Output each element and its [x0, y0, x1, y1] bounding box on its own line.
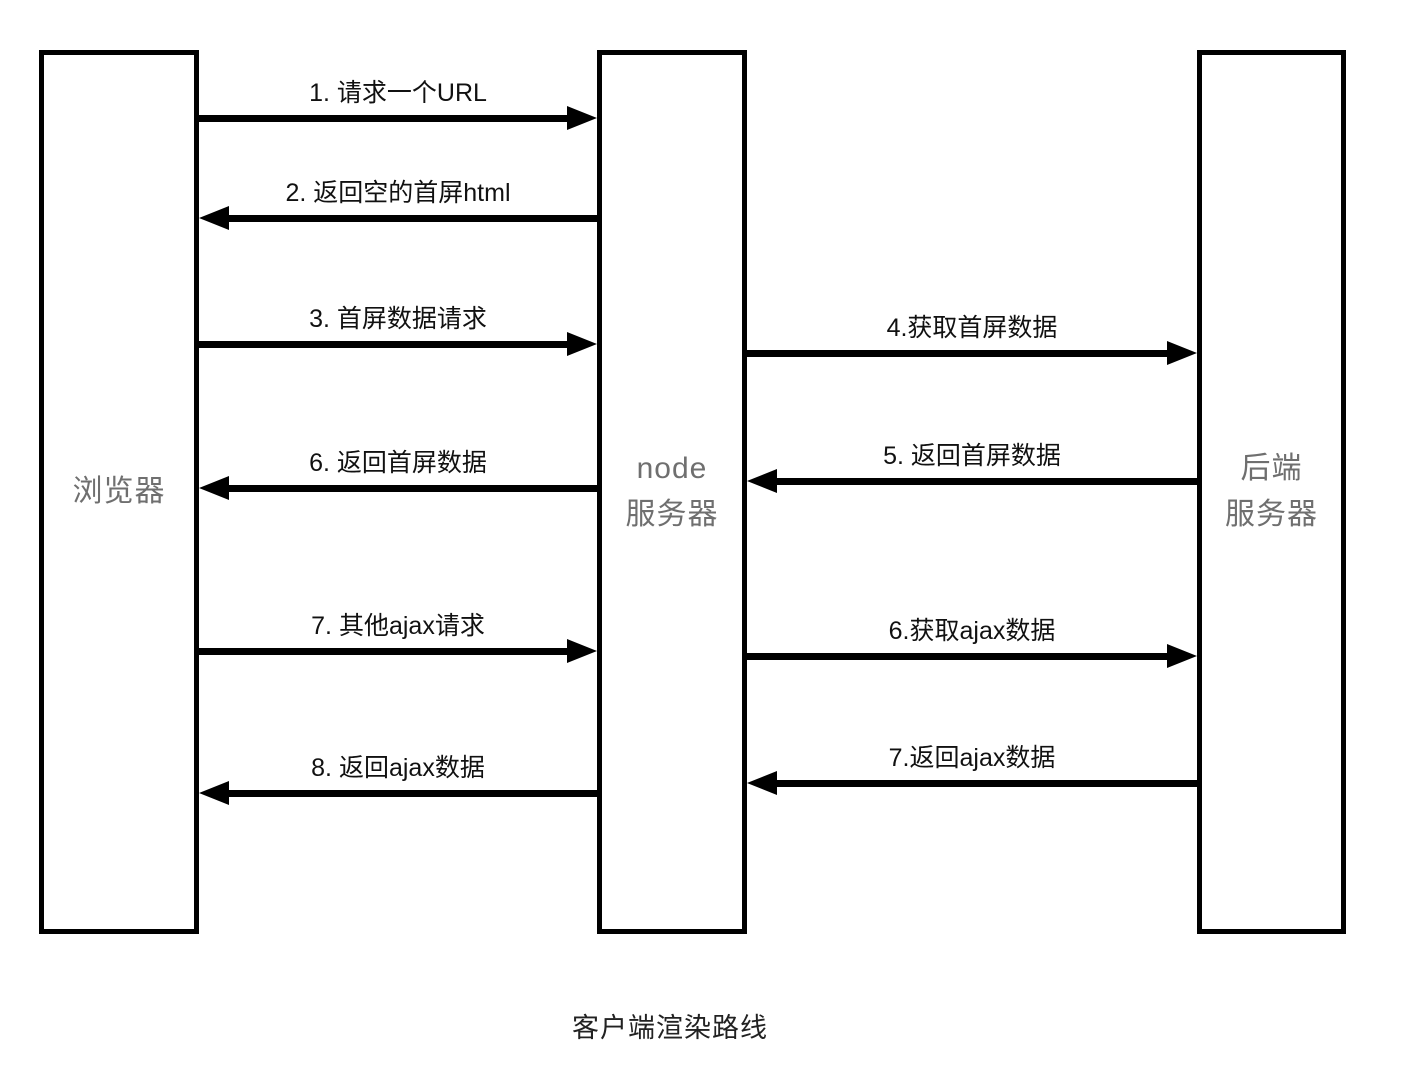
arrow-right-icon: [1167, 341, 1197, 365]
message-8-fetch-ajax-data: 6.获取ajax数据: [747, 617, 1197, 668]
arrow-left-icon: [747, 469, 777, 493]
message-3-label: 3. 首屏数据请求: [309, 305, 487, 333]
arrow-shaft: [747, 653, 1173, 660]
arrow-shaft: [223, 485, 597, 492]
message-10-return-ajax-data: 8. 返回ajax数据: [199, 754, 597, 805]
message-7-label: 7. 其他ajax请求: [311, 612, 485, 640]
message-4-label: 4.获取首屏数据: [886, 314, 1058, 342]
lifeline-browser-label-line: 浏览器: [72, 474, 166, 508]
lifeline-browser-label: 浏览器: [73, 469, 166, 516]
arrow-shaft: [771, 780, 1197, 787]
arrow-left-icon: [199, 206, 229, 230]
lifeline-node-server-label-line-2: 服务器: [625, 498, 719, 531]
message-7-other-ajax-request: 7. 其他ajax请求: [199, 612, 597, 663]
diagram-caption: 客户端渲染路线: [572, 1013, 768, 1043]
message-1-label: 1. 请求一个URL: [309, 79, 487, 107]
message-9-label: 7.返回ajax数据: [888, 744, 1056, 772]
message-5-label: 5. 返回首屏数据: [883, 442, 1061, 470]
arrow-shaft: [747, 350, 1173, 357]
arrow-shaft: [771, 478, 1197, 485]
message-4-fetch-first-screen-data: 4.获取首屏数据: [747, 314, 1197, 365]
message-2-return-empty-html: 2. 返回空的首屏html: [199, 179, 597, 230]
lifeline-node-server-label: node 服务器: [626, 446, 719, 539]
arrow-left-icon: [747, 771, 777, 795]
message-3-first-screen-data-request: 3. 首屏数据请求: [199, 305, 597, 356]
message-10-label: 8. 返回ajax数据: [311, 754, 485, 782]
message-5-return-first-screen-data: 5. 返回首屏数据: [747, 442, 1197, 493]
lifeline-backend-server-label-line-1: 后端: [1240, 451, 1303, 485]
arrow-right-icon: [567, 332, 597, 356]
lifeline-backend-server-box: 后端 服务器: [1197, 50, 1346, 934]
message-9-return-ajax-data: 7.返回ajax数据: [747, 744, 1197, 795]
message-2-label: 2. 返回空的首屏html: [285, 179, 511, 207]
arrow-shaft: [199, 648, 573, 655]
arrow-left-icon: [199, 781, 229, 805]
arrow-shaft: [199, 341, 573, 348]
message-1-request-url: 1. 请求一个URL: [199, 79, 597, 130]
arrow-right-icon: [567, 639, 597, 663]
lifeline-backend-server-label-line-2: 服务器: [1225, 498, 1318, 531]
arrow-right-icon: [567, 106, 597, 130]
arrow-shaft: [199, 115, 573, 122]
lifeline-backend-server-label: 后端 服务器: [1225, 446, 1318, 539]
message-8-label: 6.获取ajax数据: [888, 617, 1056, 645]
arrow-right-icon: [1167, 644, 1197, 668]
lifeline-node-server-label-line-1: node: [636, 451, 708, 485]
message-6-return-first-screen-data: 6. 返回首屏数据: [199, 449, 597, 500]
lifeline-node-server-box: node 服务器: [597, 50, 747, 934]
message-6-label: 6. 返回首屏数据: [309, 449, 487, 477]
lifeline-browser-box: 浏览器: [39, 50, 199, 934]
arrow-shaft: [223, 215, 597, 222]
arrow-left-icon: [199, 476, 229, 500]
arrow-shaft: [223, 790, 597, 797]
